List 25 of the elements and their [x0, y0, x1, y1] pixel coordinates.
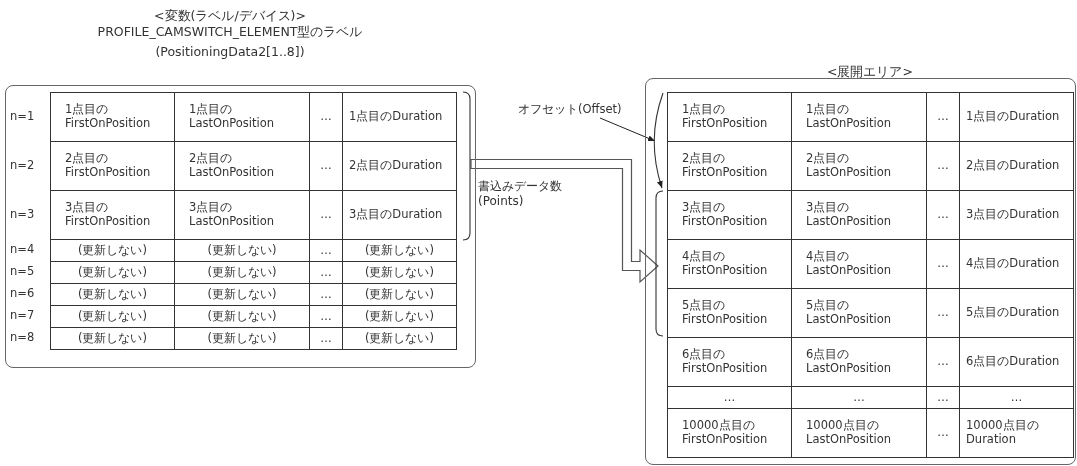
row-label: n=3: [10, 206, 36, 221]
row-label: n=7: [10, 308, 36, 323]
table-cell: 1点目のDuration: [959, 92, 1074, 142]
table-cell: (更新しない): [342, 327, 457, 350]
table-cell: 10000点目の Duration: [959, 408, 1074, 458]
table-cell: 1点目の FirstOnPosition: [50, 92, 175, 142]
leader-arrow: [599, 117, 656, 142]
table-cell: 1点目の FirstOnPosition: [667, 92, 792, 142]
bracket: [462, 91, 471, 241]
table-cell: (更新しない): [50, 327, 175, 350]
bracket: [655, 190, 664, 337]
row-label: n=2: [10, 157, 36, 172]
row-label: n=4: [10, 242, 36, 257]
group-heading: (PositioningData2[1..8]): [154, 44, 306, 60]
row-label: n=8: [10, 330, 36, 345]
curved-arrow: [653, 92, 664, 189]
callout-text: オフセット(Offset): [518, 102, 622, 117]
block-arrow: [470, 158, 659, 284]
row-label: n=1: [10, 108, 36, 123]
group-heading: <展開エリア>: [826, 64, 914, 80]
row-label: n=5: [10, 264, 36, 279]
table-cell: 1点目のDuration: [342, 92, 457, 142]
table-cell: 10000点目の FirstOnPosition: [667, 408, 792, 458]
group-heading: <変数(ラベル/デバイス)> PROFILE_CAMSWITCH_ELEMENT型のラベル: [96, 8, 364, 40]
row-label: n=6: [10, 286, 36, 301]
